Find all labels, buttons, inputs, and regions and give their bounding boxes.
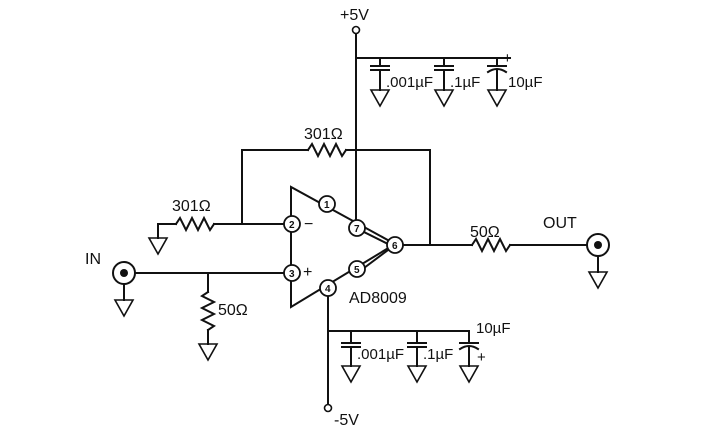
ground-icon: [486, 89, 508, 108]
negative-decoupling-caps: .001µF .1µF 10µF +: [340, 320, 511, 384]
capacitor-neg-01: .1µF: [406, 330, 453, 384]
capacitor-neg-01-label: .1µF: [423, 346, 453, 363]
output-connector-center: [594, 241, 602, 249]
capacitor-neg-10u-label: 10µF: [476, 320, 511, 337]
negative-supply-terminal: [323, 403, 333, 413]
pin-4: [319, 279, 337, 297]
ground-icon: [406, 365, 428, 384]
ground-icon: [369, 89, 391, 108]
svg-text:2: 2: [289, 220, 295, 231]
capacitor-pos-10u: + 10µF: [486, 50, 543, 108]
capacitor-pos-001-label: .001µF: [386, 74, 433, 91]
resistor-feedback-label: 301Ω: [304, 126, 343, 143]
feedback-wire-right: [345, 149, 431, 245]
ground-icon: [147, 237, 169, 256]
pin-2: [283, 215, 301, 233]
capacitor-pos-10u-polarity: +: [503, 50, 512, 67]
input-connector-center: [120, 269, 128, 277]
output-label: OUT: [543, 215, 577, 232]
resistor-output: [470, 236, 512, 254]
ground-icon: [340, 365, 362, 384]
input-label: IN: [85, 251, 101, 268]
resistor-output-label: 50Ω: [470, 224, 500, 241]
svg-text:7: 7: [354, 224, 360, 235]
svg-text:6: 6: [392, 241, 398, 252]
svg-text:5: 5: [354, 265, 360, 276]
capacitor-neg-10u: 10µF +: [458, 320, 511, 384]
inverting-sign: −: [304, 216, 313, 233]
resistor-termination: [199, 290, 217, 332]
capacitor-pos-001: .001µF: [369, 57, 433, 108]
op-amp-part-label: AD8009: [349, 290, 407, 307]
ground-icon: [458, 365, 480, 384]
pin-6: [386, 236, 404, 254]
noninverting-sign: +: [303, 264, 312, 281]
positive-decoupling-caps: .001µF .1µF + 10µF: [369, 50, 543, 108]
svg-text:1: 1: [324, 200, 330, 211]
positive-supply: +5V: [340, 7, 511, 219]
pin-7: [348, 219, 366, 237]
ground-icon: [113, 299, 135, 318]
capacitor-neg-10u-polarity: +: [477, 349, 486, 366]
ground-icon: [433, 89, 455, 108]
ground-icon: [197, 343, 219, 362]
capacitor-neg-001-label: .001µF: [357, 346, 404, 363]
positive-supply-label: +5V: [340, 7, 369, 24]
gain-branch: 301Ω: [147, 198, 285, 256]
capacitor-pos-10u-label: 10µF: [508, 74, 543, 91]
resistor-feedback: [306, 141, 348, 159]
ground-icon: [587, 271, 609, 290]
capacitor-pos-01: .1µF: [433, 57, 480, 108]
capacitor-pos-01-label: .1µF: [450, 74, 480, 91]
pin-3: [283, 264, 301, 282]
op-amp: 1 2 3 4 5 6 7 − + AD8009: [283, 185, 473, 405]
feedback-wire-left: [241, 149, 309, 225]
positive-supply-terminal: [351, 25, 361, 35]
negative-supply-label: -5V: [334, 412, 359, 429]
svg-text:3: 3: [289, 269, 295, 280]
svg-text:4: 4: [325, 284, 331, 295]
resistor-gain-label: 301Ω: [172, 198, 211, 215]
op-amp-triangle: [290, 185, 398, 309]
resistor-termination-label: 50Ω: [218, 302, 248, 319]
input-termination: 50Ω: [197, 272, 248, 362]
pin-1: [318, 195, 336, 213]
feedback-network: 301Ω: [241, 126, 431, 245]
pin-5: [348, 260, 366, 278]
output-port: 50Ω OUT: [470, 215, 610, 290]
capacitor-neg-001: .001µF: [340, 330, 404, 384]
resistor-gain: [174, 215, 216, 233]
input-port: IN: [85, 251, 285, 318]
